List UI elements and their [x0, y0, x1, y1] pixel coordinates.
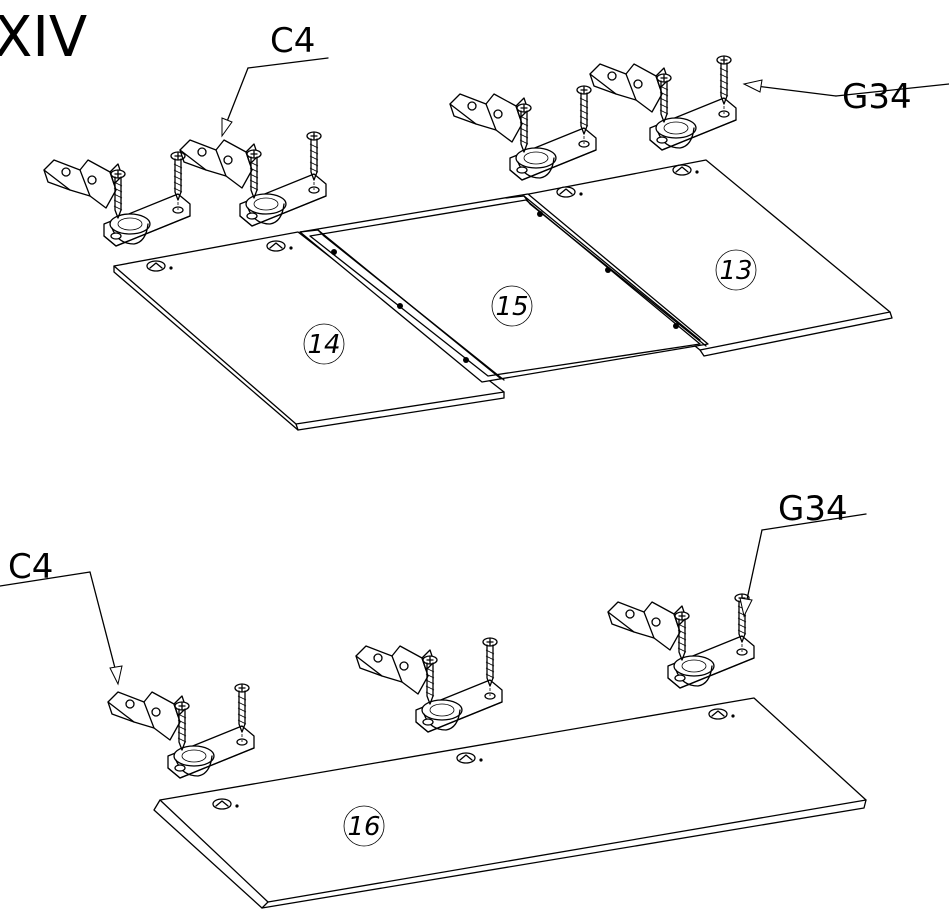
lower-assembly: 16 C4 G34 [0, 489, 867, 909]
callout-g34-upper-text: G34 [842, 77, 912, 117]
hinge-lower-3 [607, 593, 755, 689]
callout-g34-lower-text: G34 [778, 489, 848, 529]
hinge-upper-1 [43, 151, 191, 247]
panel-number-13-text: 13 [719, 256, 752, 286]
hinge-upper-2 [179, 131, 327, 227]
panel-number-14-text: 14 [307, 330, 340, 360]
panel-16 [153, 697, 867, 909]
hinge-upper-4 [589, 55, 737, 151]
panel-14 [113, 231, 505, 431]
panel-number-16-text: 16 [347, 812, 380, 842]
callout-g34-lower: G34 [739, 489, 867, 618]
callout-c4-lower-text: C4 [8, 547, 53, 587]
panel-number-16: 16 [343, 805, 385, 847]
panel-number-13: 13 [715, 249, 757, 291]
upper-assembly: 14 15 13 C4 G34 [43, 21, 949, 431]
hinge-lower-2 [355, 637, 503, 733]
callout-c4-upper-text: C4 [270, 21, 315, 61]
panel-number-15: 15 [491, 285, 533, 327]
callout-g34-upper: G34 [742, 77, 949, 117]
callout-c4-lower: C4 [0, 547, 123, 686]
callout-c4-upper: C4 [221, 21, 329, 138]
hinge-lower-1 [107, 683, 255, 779]
panel-number-15-text: 15 [495, 292, 528, 322]
hinge-upper-3 [449, 85, 597, 181]
panel-number-14: 14 [303, 323, 345, 365]
step-label: XIV [0, 5, 87, 70]
